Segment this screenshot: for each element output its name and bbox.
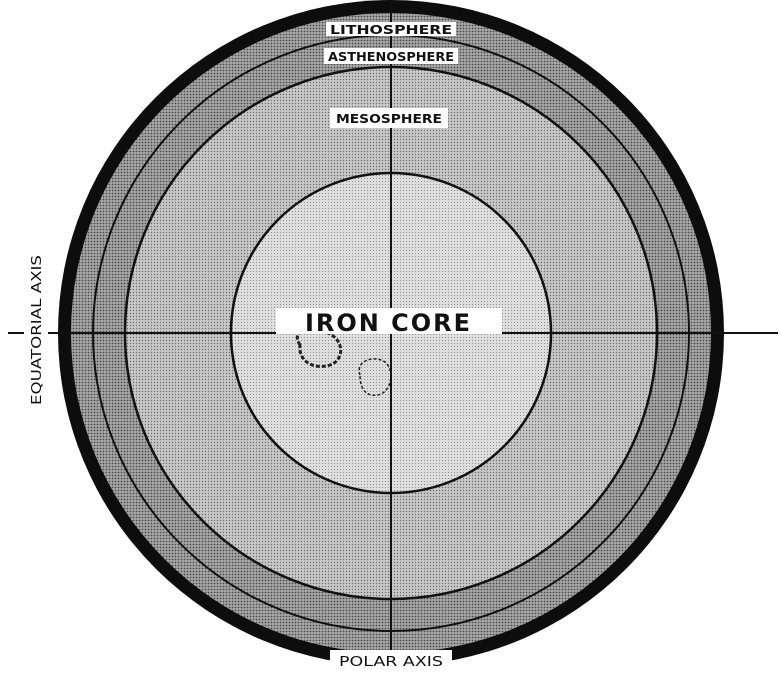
equatorial-axis-label: EQUATORIAL AXIS	[30, 255, 45, 405]
polar-axis-label: POLAR AXIS	[339, 655, 443, 670]
asthenosphere-label: ASTHENOSPHERE	[328, 50, 454, 64]
lithosphere-label: LITHOSPHERE	[330, 23, 452, 37]
mesosphere-label: MESOSPHERE	[336, 112, 442, 126]
iron-core-label: IRON CORE	[305, 309, 473, 337]
